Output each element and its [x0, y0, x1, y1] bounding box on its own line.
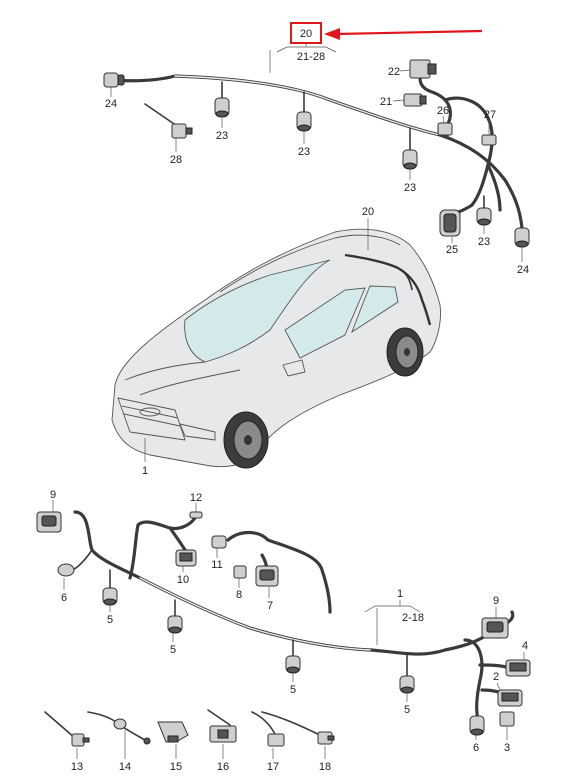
connector-5-a-icon — [102, 587, 118, 606]
connector-24-right-icon — [514, 227, 530, 248]
label-26: 26 — [437, 105, 449, 117]
connector-9-right-icon — [481, 617, 509, 639]
top-main-label: 20 — [300, 28, 312, 40]
label-22: 22 — [388, 66, 400, 78]
label-23-b: 23 — [298, 146, 310, 158]
roof-harness — [344, 253, 432, 326]
label-6-right: 6 — [473, 742, 479, 754]
clip-18-icon — [261, 711, 335, 745]
label-12: 12 — [190, 492, 202, 504]
label-24-right: 24 — [517, 264, 529, 276]
connector-26-icon — [437, 122, 453, 136]
label-23-d: 23 — [478, 236, 490, 248]
connector-5-c-icon — [285, 655, 301, 674]
label-25: 25 — [446, 244, 458, 256]
bottom-main-label: 1 — [397, 588, 403, 600]
label-14: 14 — [119, 761, 131, 773]
label-21: 21 — [380, 96, 392, 108]
connector-21-icon — [403, 93, 427, 107]
clip-17-icon — [251, 711, 285, 747]
connector-23-c-icon — [402, 149, 418, 170]
label-2: 2 — [493, 671, 499, 683]
connector-2-icon — [497, 689, 523, 707]
connector-23-d-icon — [476, 207, 492, 226]
label-10: 10 — [177, 574, 189, 586]
label-3: 3 — [504, 742, 510, 754]
connector-6-left-icon — [57, 563, 75, 577]
label-23-c: 23 — [404, 182, 416, 194]
connector-24-left-icon — [103, 72, 125, 88]
label-16: 16 — [217, 761, 229, 773]
rear-wheel — [386, 327, 424, 377]
connector-22-icon — [409, 59, 437, 79]
label-6-left: 6 — [61, 592, 67, 604]
cable-tie-13-icon — [44, 711, 90, 747]
label-4: 4 — [522, 640, 528, 652]
connector-6-right-icon — [469, 715, 485, 736]
top-range-bracket — [276, 46, 337, 53]
label-11: 11 — [211, 559, 222, 571]
cable-tie-14-icon — [87, 711, 151, 745]
top-range-label: 21-28 — [297, 51, 325, 63]
connector-5-d-icon — [399, 675, 415, 694]
car-harness-label: 20 — [362, 206, 374, 218]
label-9-left: 9 — [50, 489, 56, 501]
connector-11-icon — [211, 535, 227, 549]
bottom-range-label: 2-18 — [402, 612, 424, 624]
connector-9-left-icon — [36, 511, 62, 533]
label-27: 27 — [484, 109, 496, 121]
connector-3-icon — [499, 711, 515, 727]
car-body-label: 1 — [142, 465, 148, 477]
label-5-c: 5 — [290, 684, 296, 696]
connector-10-icon — [175, 549, 197, 567]
label-24-left: 24 — [105, 98, 117, 110]
clip-27-icon — [481, 134, 497, 146]
label-23-a: 23 — [216, 130, 228, 142]
red-arrow-icon — [324, 28, 483, 40]
label-17: 17 — [267, 761, 279, 773]
label-15: 15 — [170, 761, 182, 773]
label-5-d: 5 — [404, 704, 410, 716]
label-5-a: 5 — [107, 614, 113, 626]
bottom-range-bracket — [364, 605, 421, 613]
clip-12-icon — [189, 511, 203, 519]
connector-4-icon — [505, 659, 531, 677]
label-9-right: 9 — [493, 595, 499, 607]
vehicle-illustration: 20 1 — [111, 206, 441, 477]
clip-15-icon — [157, 721, 189, 743]
bottom-trunk — [73, 510, 515, 656]
connector-5-b-icon — [167, 615, 183, 634]
label-13: 13 — [71, 761, 83, 773]
grille — [117, 397, 186, 441]
label-7: 7 — [267, 600, 273, 612]
connector-25-icon — [439, 209, 461, 237]
connector-8-icon — [233, 565, 247, 579]
clip-16-icon — [207, 709, 237, 743]
top-harness-group: 20 21-28 — [103, 22, 530, 276]
label-18: 18 — [319, 761, 331, 773]
label-5-b: 5 — [170, 644, 176, 656]
label-28: 28 — [170, 154, 182, 166]
connector-23-b-icon — [296, 111, 312, 132]
clip-28-icon — [144, 103, 193, 139]
connector-23-a-icon — [214, 97, 230, 118]
connector-7-icon — [255, 565, 279, 587]
front-wheel — [223, 411, 269, 469]
label-8: 8 — [236, 589, 242, 601]
bottom-harness-group: 1 2-18 9 12 6 10 11 8 7 5 5 5 5 9 4 2 6 — [36, 489, 531, 773]
